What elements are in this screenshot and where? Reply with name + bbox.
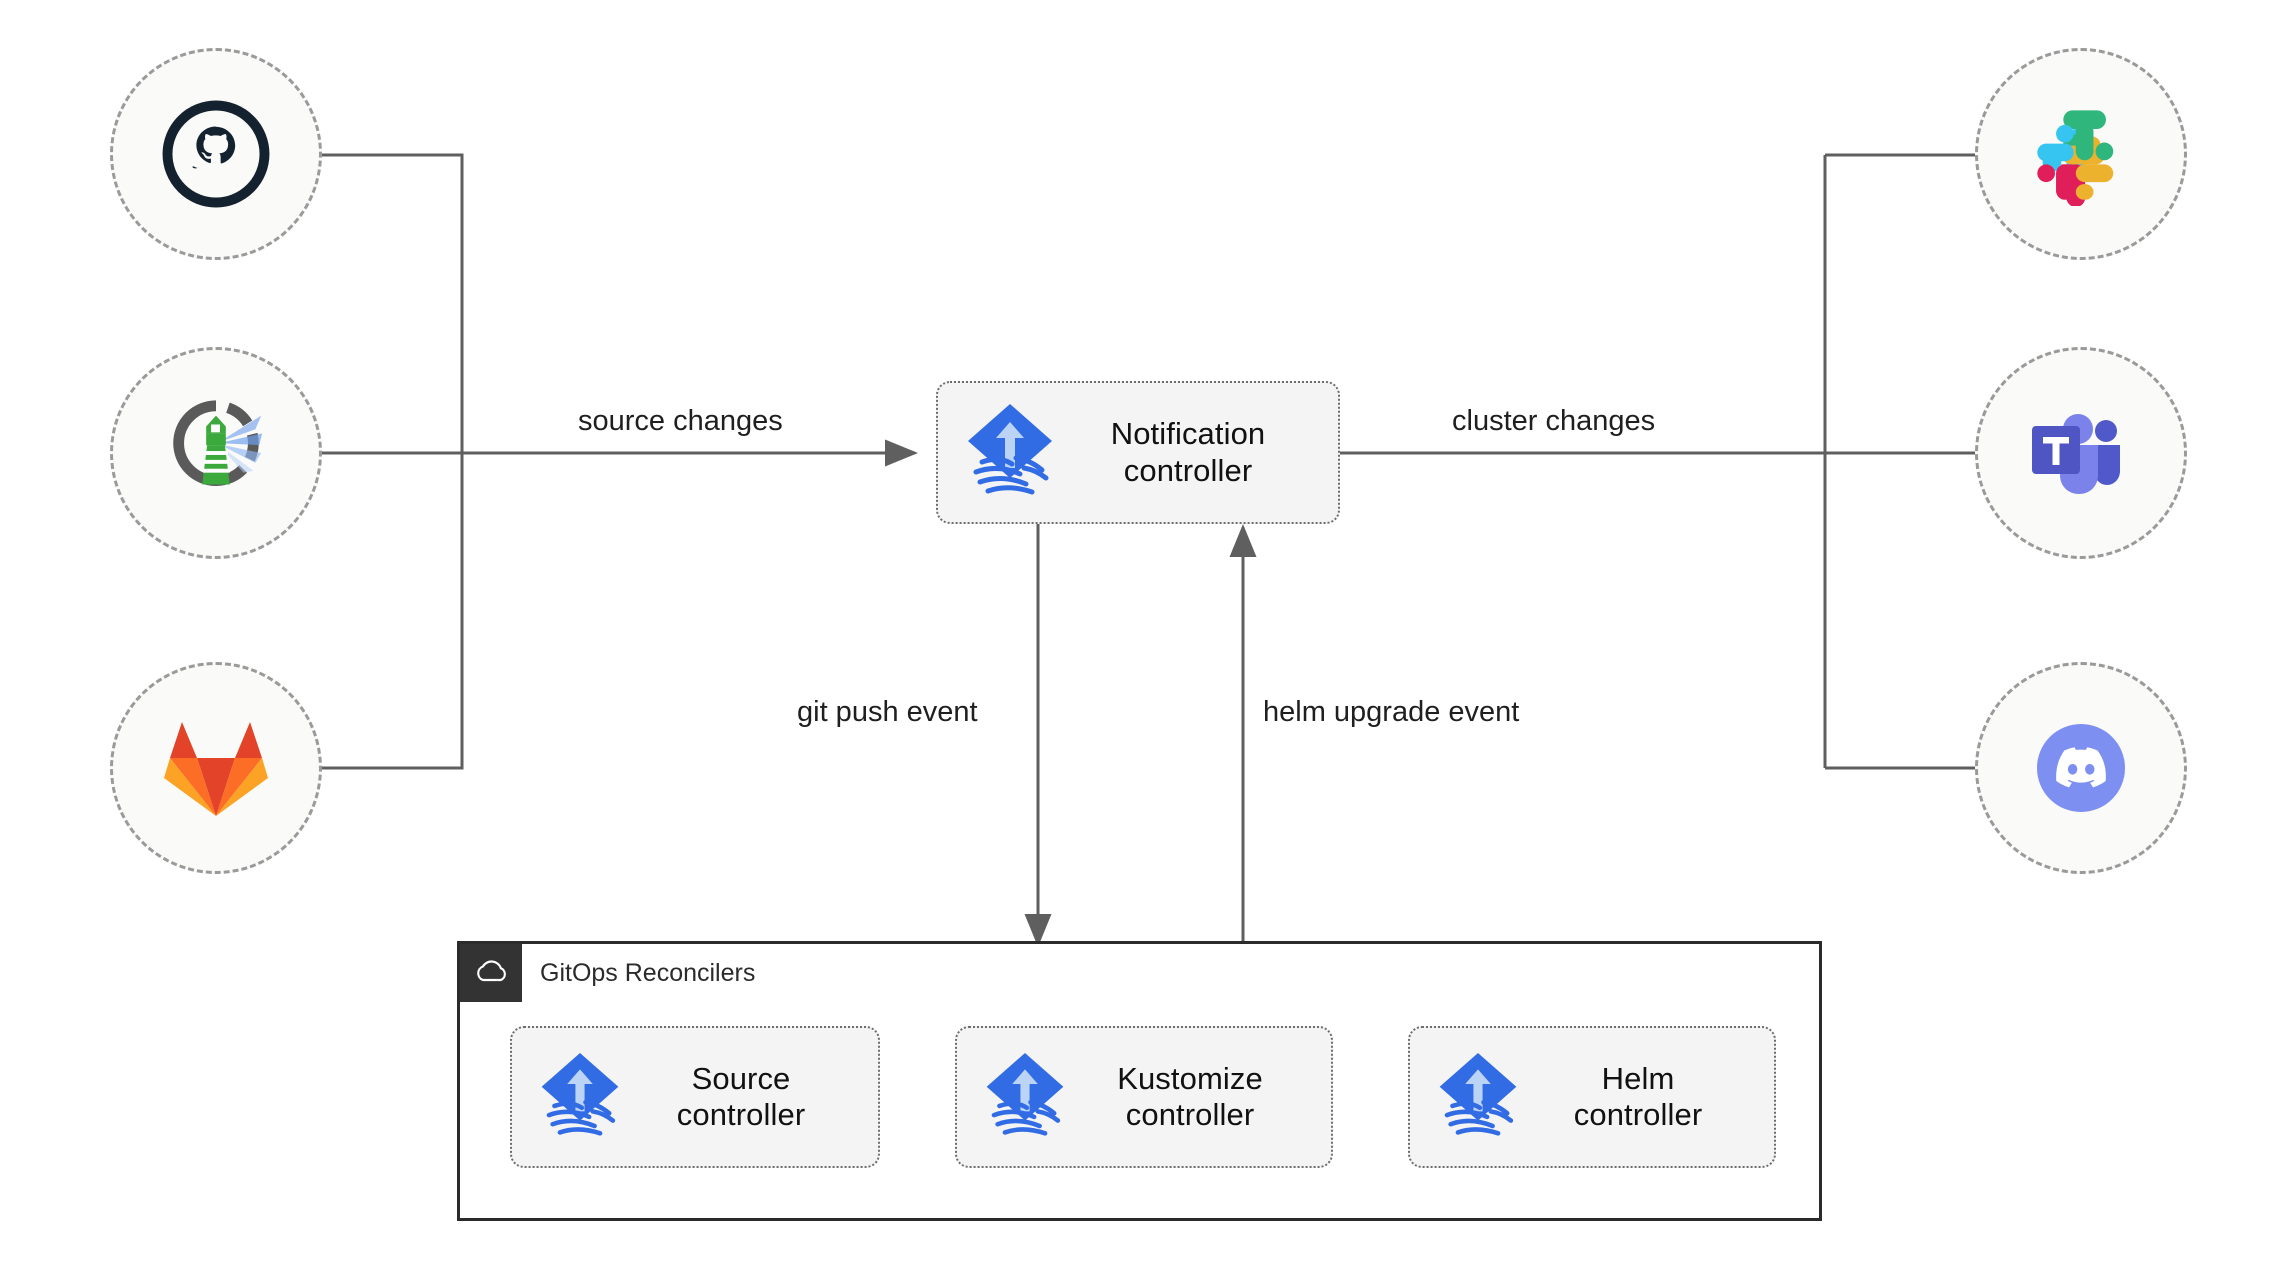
microsoft-teams-icon xyxy=(2026,403,2136,503)
discord-icon xyxy=(2027,714,2135,822)
kustomize-controller-label: Kustomize controller xyxy=(1117,1060,1263,1132)
kustomize-controller-node[interactable]: Kustomize controller xyxy=(955,1026,1333,1168)
notification-controller-label: Notification controller xyxy=(1110,416,1266,488)
flux-icon xyxy=(964,400,1056,505)
flux-icon xyxy=(1436,1049,1520,1146)
edge-label-cluster-changes: cluster changes xyxy=(1452,405,1656,437)
cloud-icon-tab xyxy=(460,944,522,1002)
gitea-icon xyxy=(157,394,275,512)
target-node-slack[interactable] xyxy=(1975,48,2187,260)
helm-controller-node[interactable]: Helm controller xyxy=(1408,1026,1776,1168)
slack-icon xyxy=(2029,102,2133,206)
github-icon xyxy=(162,100,270,208)
gitlab-icon xyxy=(160,716,272,820)
source-node-github[interactable] xyxy=(110,48,322,260)
source-controller-label: Source controller xyxy=(676,1060,806,1132)
edge-label-git-push-event: git push event xyxy=(797,696,978,728)
edge-label-source-changes: source changes xyxy=(578,405,783,437)
target-node-discord[interactable] xyxy=(1975,662,2187,874)
gitops-group-title: GitOps Reconcilers xyxy=(540,958,756,987)
target-node-teams[interactable] xyxy=(1975,347,2187,559)
source-controller-node[interactable]: Source controller xyxy=(510,1026,880,1168)
cloud-icon xyxy=(473,958,509,989)
helm-controller-label: Helm controller xyxy=(1573,1060,1703,1132)
source-node-gitlab[interactable] xyxy=(110,662,322,874)
source-node-gitea[interactable] xyxy=(110,347,322,559)
flux-icon xyxy=(983,1049,1067,1146)
flux-icon xyxy=(538,1049,622,1146)
edge-label-helm-upgrade-event: helm upgrade event xyxy=(1263,696,1520,728)
notification-controller-node[interactable]: Notification controller xyxy=(936,381,1340,524)
